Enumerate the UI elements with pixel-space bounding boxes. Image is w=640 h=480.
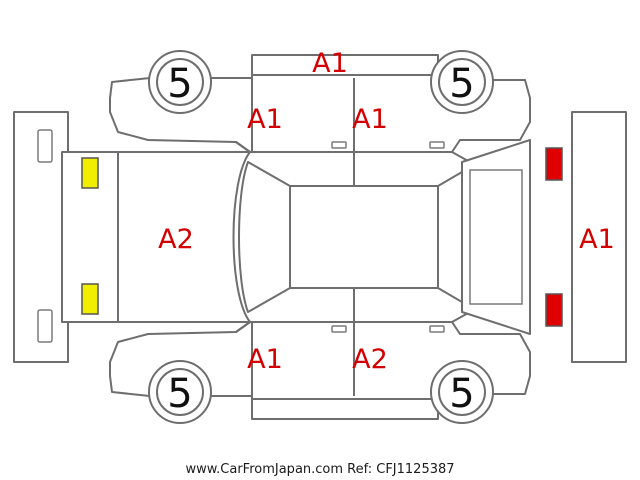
- rear-lamp-upper: [545, 147, 563, 181]
- grade-top-rear-door: A1: [352, 104, 388, 135]
- tire-front-left: 5: [148, 50, 212, 114]
- grade-hood: A2: [158, 224, 194, 255]
- grade-bottom-rear-door: A2: [352, 344, 388, 375]
- grade-bottom-front-door: A1: [247, 344, 283, 375]
- front-lamp-lower: [81, 283, 99, 315]
- front-bumper: [13, 111, 69, 363]
- tire-rear-left: 5: [430, 50, 494, 114]
- grade-roof-top-edge: A1: [312, 48, 348, 79]
- tire-front-right-value: 5: [167, 371, 192, 417]
- tire-rear-left-value: 5: [449, 61, 474, 107]
- tire-rear-right-value: 5: [449, 371, 474, 417]
- rear-bumper: [571, 111, 627, 363]
- grade-top-front-door: A1: [247, 104, 283, 135]
- tire-front-right: 5: [148, 360, 212, 424]
- car-body: [61, 54, 531, 420]
- source-footer: www.CarFromJapan.com Ref: CFJ1125387: [185, 462, 454, 477]
- rear-lamp-lower: [545, 293, 563, 327]
- tire-front-left-value: 5: [167, 61, 192, 107]
- grade-rear-bumper: A1: [579, 224, 615, 255]
- front-lamp-upper: [81, 157, 99, 189]
- tire-rear-right: 5: [430, 360, 494, 424]
